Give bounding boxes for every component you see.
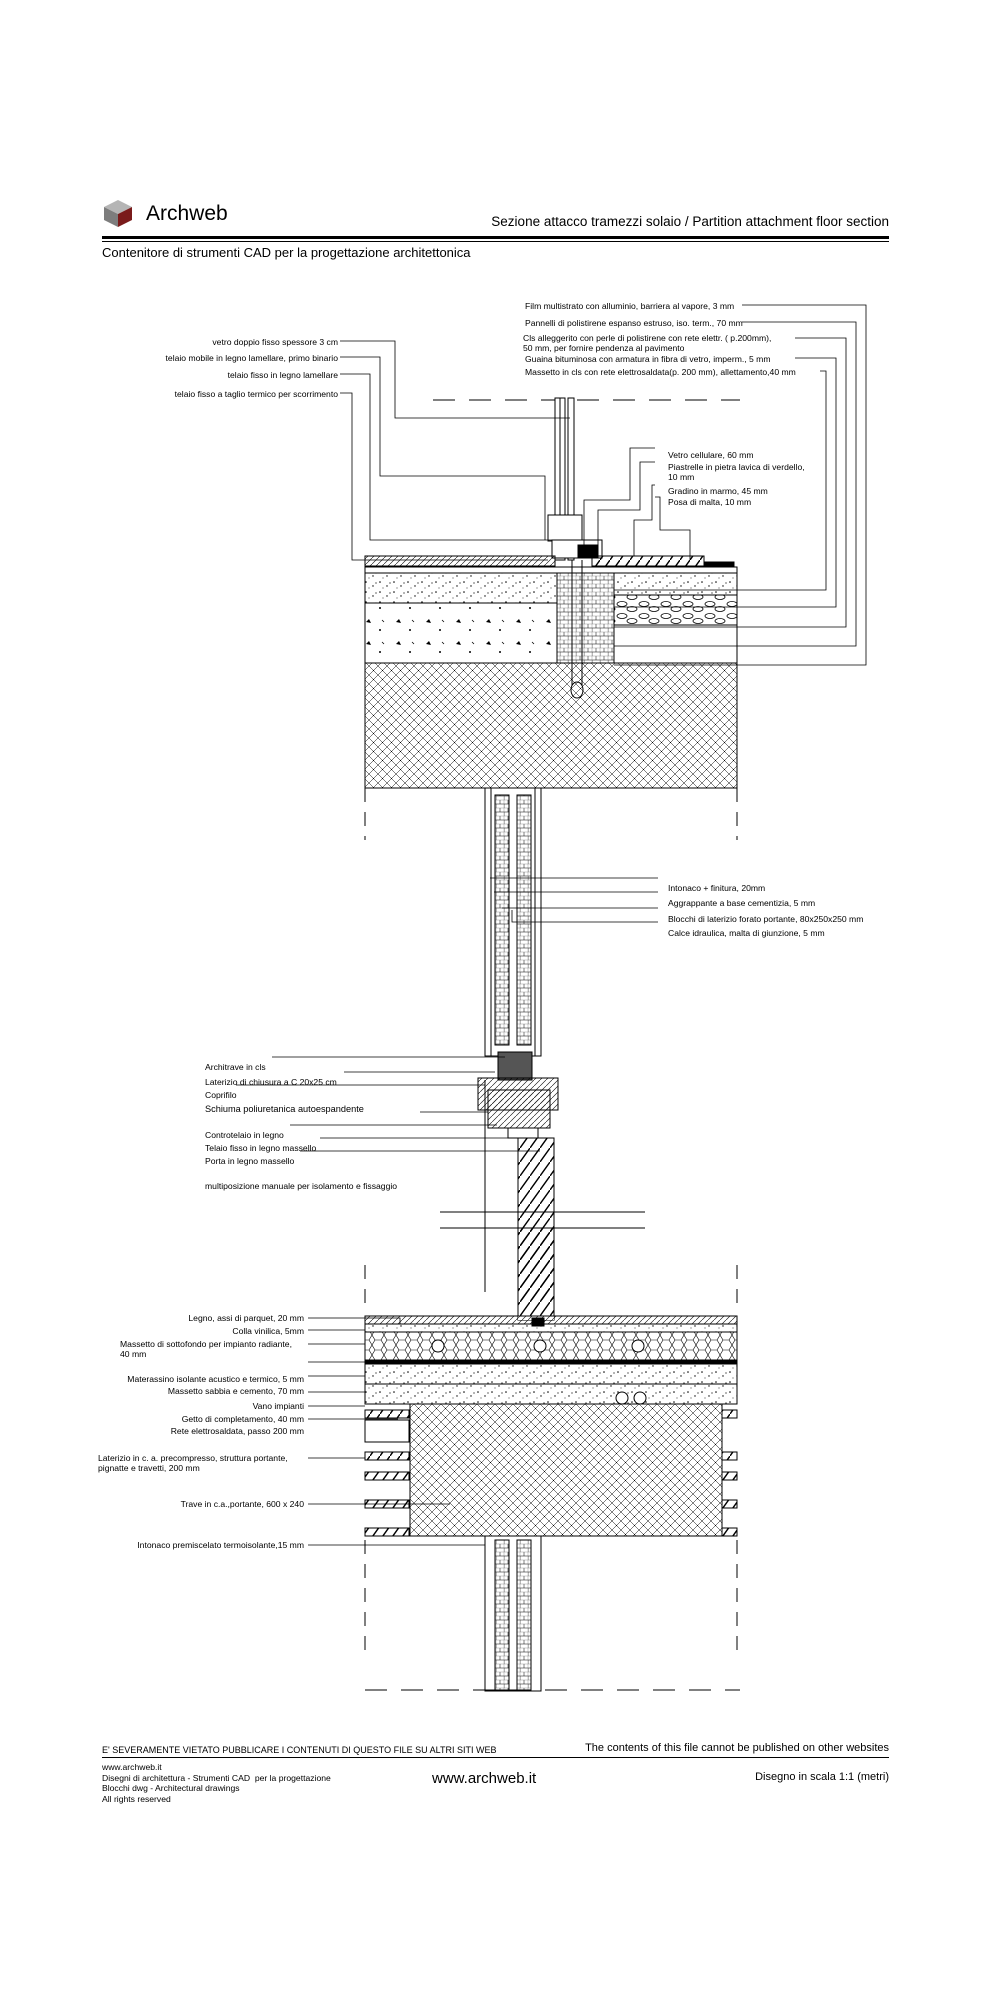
label-beam: Trave in c.a.,portante, 600 x 240 xyxy=(180,1499,304,1509)
label-vapour-barrier: Film multistrato con alluminio, barriera… xyxy=(525,301,735,311)
page-title: Sezione attacco tramezzi solaio / Partit… xyxy=(491,214,889,229)
footer-rule xyxy=(102,1757,889,1758)
label-door-frame: Telaio fisso in legno massello xyxy=(205,1143,317,1153)
label-radiant-screed: Massetto di sottofondo per impianto radi… xyxy=(120,1339,292,1359)
label-cellular-glass: Vetro cellulare, 60 mm xyxy=(668,450,754,460)
label-thermal-frame: telaio fisso a taglio termico per scorri… xyxy=(174,389,338,399)
label-topping: Getto di completamento, 40 mm xyxy=(181,1414,304,1424)
label-double-glass: vetro doppio fisso spessore 3 cm xyxy=(212,337,338,347)
label-vinyl-glue: Colla vinilica, 5mm xyxy=(232,1326,304,1336)
footer-scale: Disegno in scala 1:1 (metri) xyxy=(755,1771,889,1783)
label-lime-mortar: Calce idraulica, malta di giunzione, 5 m… xyxy=(668,928,825,938)
label-lava-tiles: Piastrelle in pietra lavica di verdello,… xyxy=(668,462,805,482)
label-mobile-frame: telaio mobile in legno lamellare, primo … xyxy=(165,353,338,363)
label-precast-slab: Laterizio in c. a. precompresso, struttu… xyxy=(98,1453,288,1473)
header-rule-thin xyxy=(102,241,889,242)
label-cement-primer: Aggrappante a base cementizia, 5 mm xyxy=(668,898,816,908)
label-light-concrete: Cls alleggerito con perle di polistirene… xyxy=(523,333,772,353)
label-door-leaf: Porta in legno massello xyxy=(205,1156,295,1166)
label-acoustic-mat: Materassino isolante acustico e termico,… xyxy=(127,1374,304,1384)
footer-info: www.archweb.it Disegni di architettura -… xyxy=(102,1762,331,1804)
label-sand-cement: Massetto sabbia e cemento, 70 mm xyxy=(167,1386,304,1396)
footer-warning-it: E' SEVERAMENTE VIETATO PUBBLICARE I CONT… xyxy=(102,1745,497,1755)
label-brick-blocks: Blocchi di laterizio forato portante, 80… xyxy=(668,914,864,924)
label-mesh: Rete elettrosaldata, passo 200 mm xyxy=(170,1426,304,1436)
archweb-logo-icon xyxy=(104,200,132,227)
label-plaster-finish: Intonaco + finitura, 20mm xyxy=(668,883,766,893)
footer-warning-en: The contents of this file cannot be publ… xyxy=(585,1742,889,1754)
footer-url[interactable]: www.archweb.it xyxy=(432,1770,537,1787)
label-c-brick: Laterizio di chiusura a C 20x25 cm xyxy=(205,1077,337,1087)
label-marble-step: Gradino in marmo, 45 mm xyxy=(668,486,768,496)
label-screed-mesh: Massetto in cls con rete elettrosaldata(… xyxy=(525,367,796,377)
page-subtitle: Contenitore di strumenti CAD per la prog… xyxy=(102,245,471,260)
label-insulating-plaster: Intonaco premiscelato termoisolante,15 m… xyxy=(137,1540,304,1550)
label-polystyrene-panels: Pannelli di polistirene espanso estruso,… xyxy=(525,318,743,328)
label-lintel: Architrave in cls xyxy=(205,1062,266,1072)
label-fixed-frame: telaio fisso in legno lamellare xyxy=(227,370,338,380)
label-services-void: Vano impianti xyxy=(252,1401,304,1411)
brand-name: Archweb xyxy=(146,202,228,225)
label-multiposition: multiposizione manuale per isolamento e … xyxy=(205,1181,398,1191)
label-pu-foam: Schiuma poliuretanica autoespandente xyxy=(205,1104,364,1114)
label-trim: Coprifilo xyxy=(205,1090,237,1100)
label-bitumen: Guaina bituminosa con armatura in fibra … xyxy=(525,354,771,364)
header-rule xyxy=(102,236,889,239)
label-mortar-bed: Posa di malta, 10 mm xyxy=(668,497,752,507)
label-subframe: Controtelaio in legno xyxy=(205,1130,284,1140)
label-parquet: Legno, assi di parquet, 20 mm xyxy=(188,1313,304,1323)
